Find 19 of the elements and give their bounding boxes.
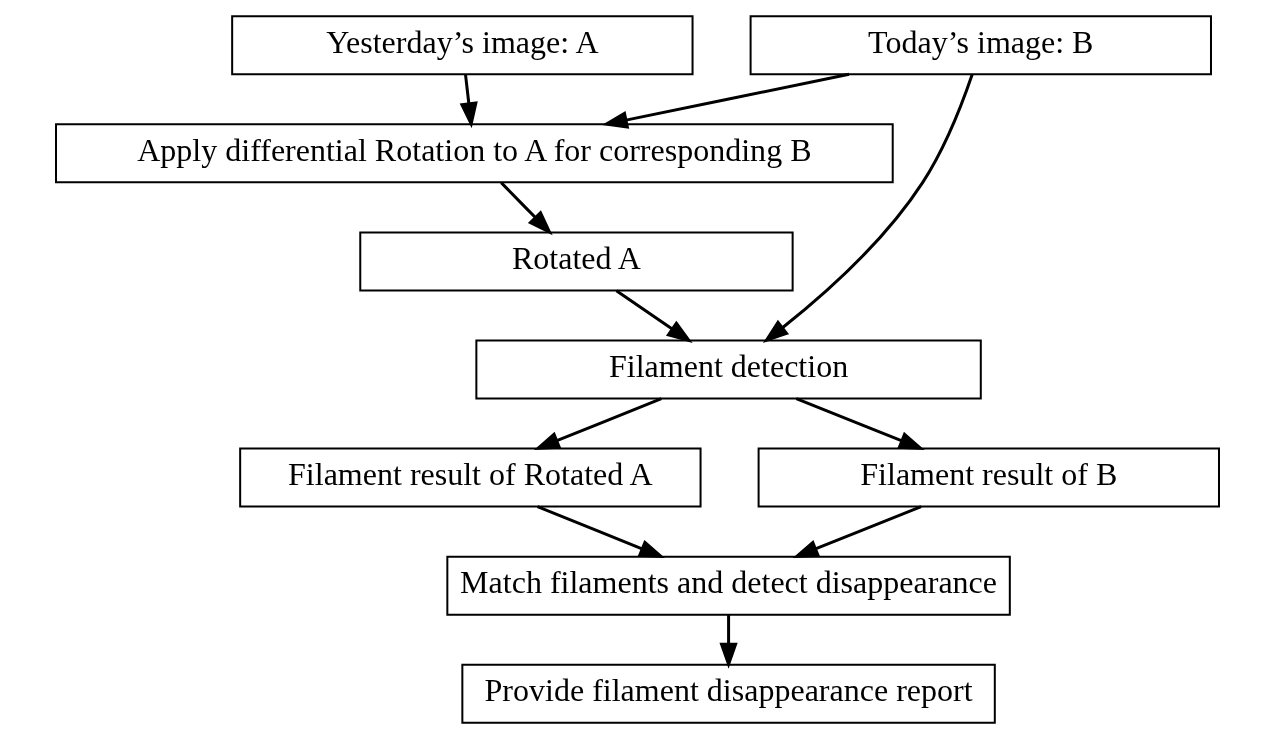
node-box: Filament result of Rotated A xyxy=(239,447,702,508)
arrow xyxy=(533,397,662,450)
arrow xyxy=(536,505,666,559)
node-box: Yesterday’s image: A xyxy=(231,15,694,76)
node-box: Filament detection xyxy=(475,339,982,400)
arrow xyxy=(601,72,850,129)
arrow xyxy=(792,505,922,559)
node-box: Provide filament disappearance report xyxy=(461,663,996,724)
node-box: Filament result of B xyxy=(757,447,1220,508)
node-box: Rotated A xyxy=(359,231,794,292)
arrow xyxy=(719,615,738,669)
arrow xyxy=(500,181,553,236)
arrow xyxy=(795,397,925,450)
node-box: Apply differential Rotation to A for corresponding B xyxy=(55,123,894,184)
arrow xyxy=(459,74,478,129)
node-box: Match filaments and detect disappearance xyxy=(446,555,1011,616)
arrow xyxy=(762,73,974,343)
node-box: Today’s image: B xyxy=(749,15,1212,76)
arrow xyxy=(615,289,693,343)
